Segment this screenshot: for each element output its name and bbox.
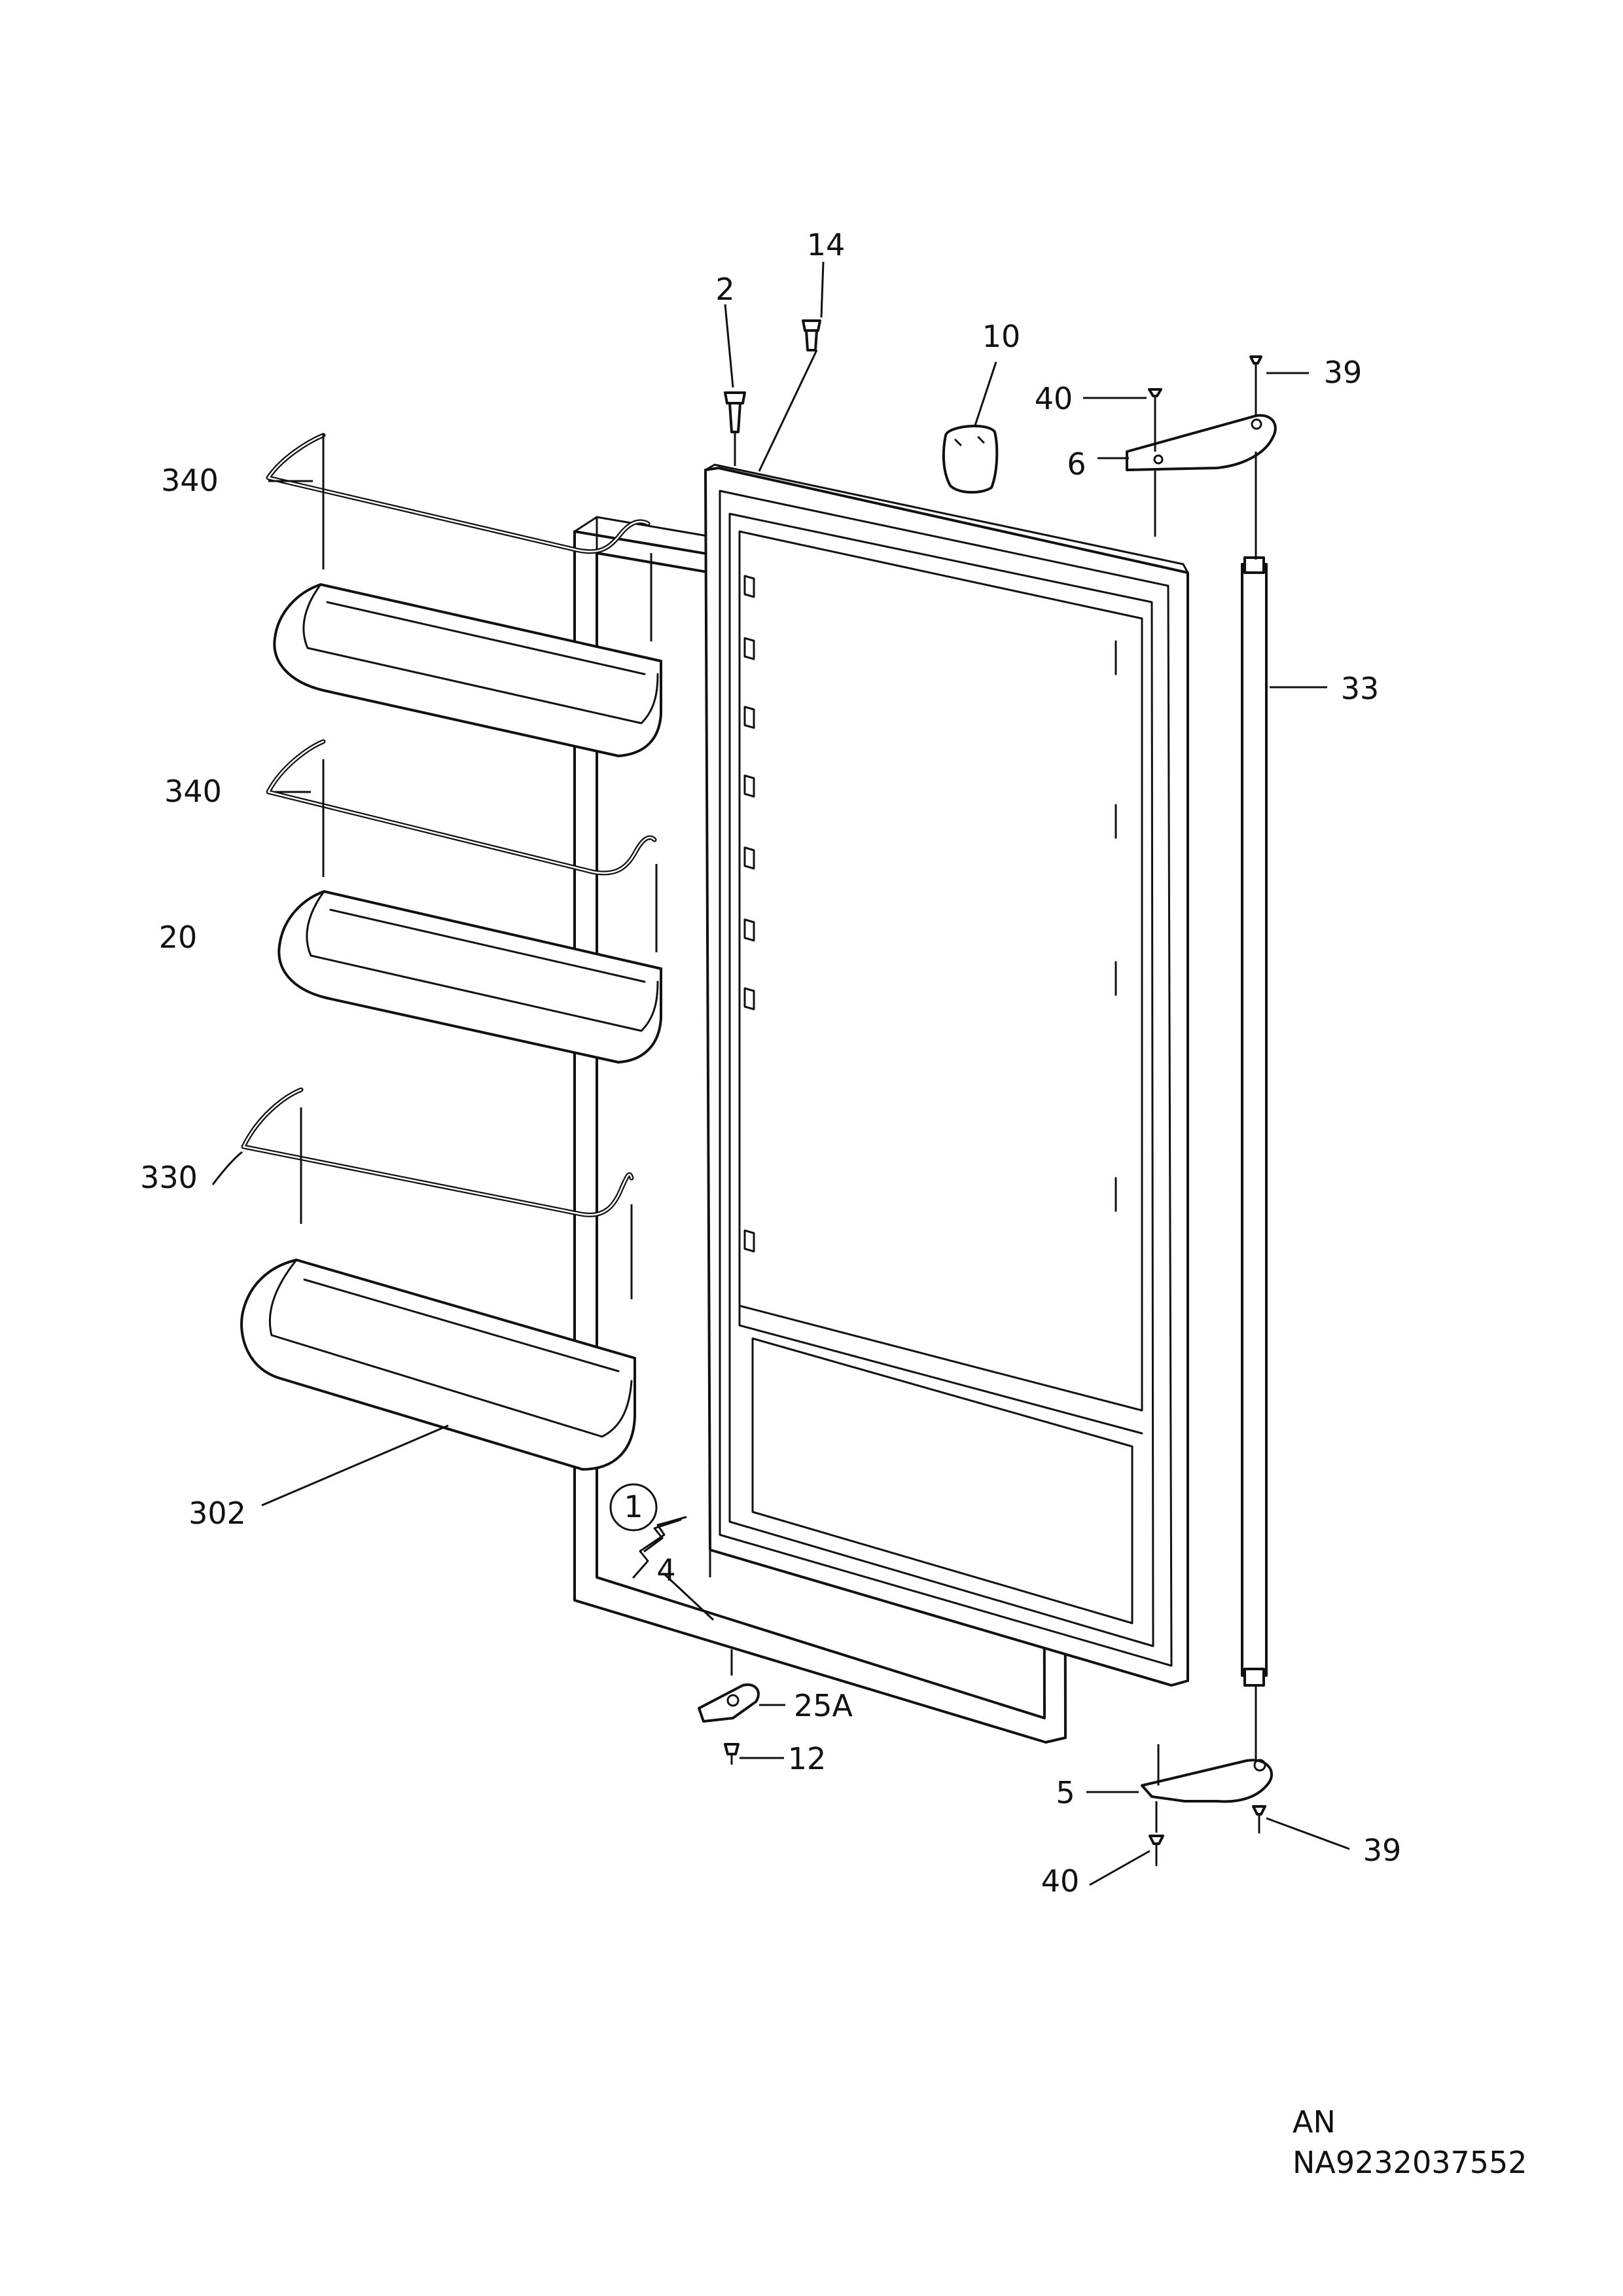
- label-10: 10: [982, 319, 1021, 354]
- label-39-top: 39: [1324, 355, 1363, 390]
- label-5: 5: [1056, 1775, 1075, 1810]
- footer-code-number: NA9232037552: [1293, 2145, 1527, 2180]
- label-40-top: 40: [1035, 381, 1073, 416]
- label-4: 4: [656, 1552, 675, 1588]
- label-330: 330: [140, 1160, 198, 1195]
- shelf-wire-middle: [266, 739, 657, 876]
- upper-hinge: [1126, 414, 1277, 471]
- screw-2: [724, 391, 746, 433]
- label-14: 14: [807, 227, 846, 262]
- part-labels: 14 2 10 40 39 6 340 33 340 20 330 302 1 …: [140, 227, 1401, 1899]
- label-6: 6: [1067, 446, 1086, 482]
- screws: [724, 355, 1266, 1867]
- door-shelf-bottom: [240, 1259, 636, 1471]
- door-body: [704, 463, 1189, 1687]
- top-plug-10: [942, 424, 999, 494]
- clip-14: [802, 319, 821, 351]
- break-symbol: [609, 1483, 687, 1579]
- label-40-bottom: 40: [1041, 1863, 1080, 1899]
- label-33: 33: [1341, 671, 1380, 706]
- label-2: 2: [715, 272, 734, 307]
- label-1: 1: [624, 1489, 643, 1524]
- bracket-25A: [698, 1683, 760, 1723]
- label-340-middle: 340: [164, 774, 222, 809]
- label-302: 302: [188, 1496, 246, 1531]
- hinge-pin: [1241, 556, 1268, 1687]
- leader-lines: [211, 261, 1350, 1886]
- guide-lines: [300, 383, 1257, 1833]
- label-39-bottom: 39: [1363, 1833, 1402, 1868]
- shelf-wire-bottom: [241, 1087, 634, 1217]
- footer-codes: AN NA9232037552: [1293, 2104, 1527, 2180]
- label-12: 12: [788, 1741, 827, 1776]
- door-shelf-middle: [277, 890, 662, 1064]
- footer-code-an: AN: [1293, 2104, 1336, 2140]
- lower-hinge: [1141, 1759, 1274, 1803]
- door-shelf-top: [273, 583, 662, 757]
- label-20: 20: [159, 920, 198, 955]
- shelf-wire-top: [266, 433, 651, 554]
- label-25A: 25A: [794, 1688, 853, 1723]
- label-340-top: 340: [161, 463, 219, 498]
